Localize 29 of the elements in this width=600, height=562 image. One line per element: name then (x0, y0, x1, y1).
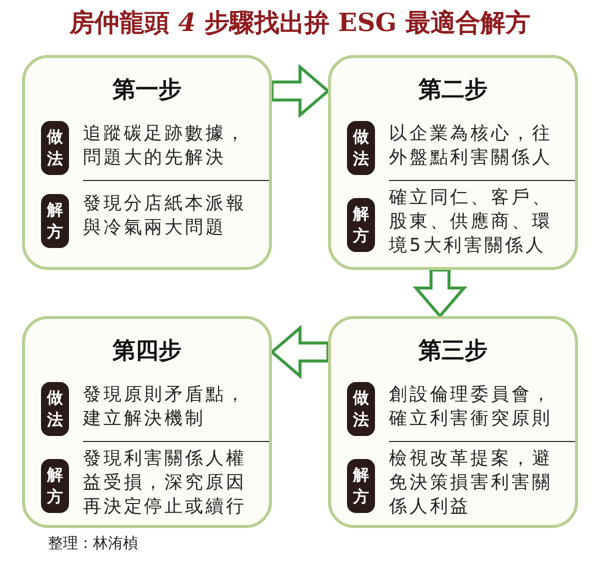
label-badge: 解方 (347, 198, 375, 252)
label-badge: 做法 (347, 121, 375, 175)
label-badge: 做法 (41, 121, 69, 175)
step-text: 以企業為核心，往外盤點利害關係人 (389, 122, 554, 170)
arrow (412, 268, 468, 318)
step-heading: 第二步 (418, 75, 488, 105)
arrow (270, 324, 330, 380)
step-text: 確立同仁、客戶、股東、供應商、環境5大利害關係人 (389, 186, 554, 258)
step-card (328, 316, 578, 528)
step-card (22, 316, 272, 528)
step-card (22, 55, 272, 270)
step-text: 發現利害關係人權益受損，深究原因再決定停止或續行 (83, 447, 248, 519)
step-heading: 第一步 (112, 75, 182, 105)
step-text: 發現原則矛盾點，建立解決機制 (83, 383, 248, 431)
step-heading: 第四步 (112, 336, 182, 366)
arrow (270, 64, 330, 118)
step-text: 發現分店紙本派報與冷氣兩大問題 (83, 192, 248, 240)
step-text: 創設倫理委員會，確立利害衝突原則 (389, 383, 554, 431)
label-badge: 解方 (347, 459, 375, 513)
credit-note: 整理：林洧楨 (48, 534, 138, 553)
label-badge: 做法 (41, 382, 69, 436)
step-heading: 第三步 (418, 336, 488, 366)
label-badge: 解方 (41, 194, 69, 248)
step-text: 追蹤碳足跡數據，問題大的先解決 (83, 122, 248, 170)
label-badge: 做法 (347, 382, 375, 436)
step-card (328, 55, 578, 270)
step-text: 檢視改革提案，避免決策損害利害關係人利益 (389, 447, 554, 519)
title: 房仲龍頭 4 步驟找出拚 ESG 最適合解方 (68, 7, 532, 39)
label-badge: 解方 (41, 459, 69, 513)
